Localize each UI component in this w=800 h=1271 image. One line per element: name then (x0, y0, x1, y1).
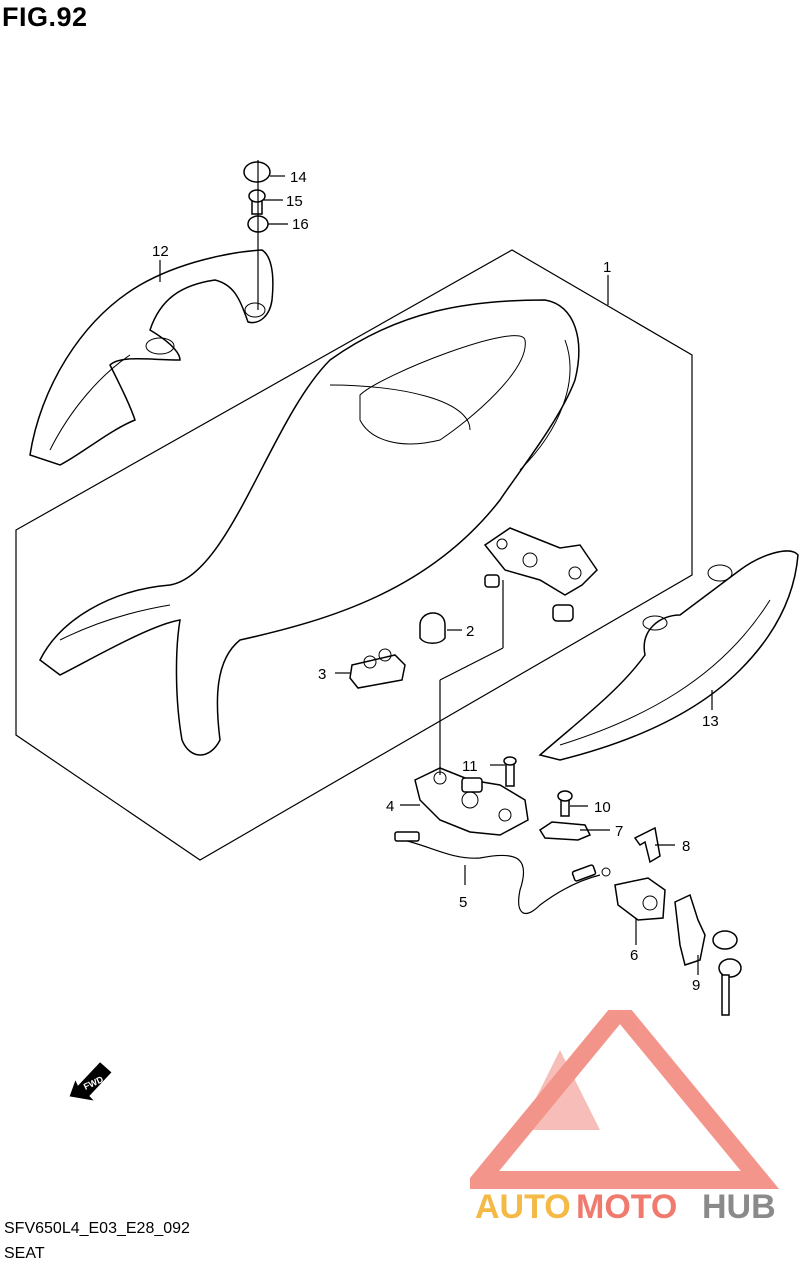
callout-5: 5 (459, 894, 467, 911)
callout-16: 16 (292, 216, 309, 233)
callout-7: 7 (615, 823, 623, 840)
figure-title: FIG.92 (2, 2, 88, 32)
leader-lines (159, 160, 713, 975)
seat-lock-4[interactable] (414, 767, 529, 836)
callout-10: 10 (594, 799, 611, 816)
plate-7[interactable] (538, 821, 592, 841)
model-code: SFV650L4_E03_E28_092 (4, 1220, 190, 1237)
cap-14[interactable] (243, 161, 271, 183)
seat-lock-cable-5[interactable] (394, 831, 611, 915)
watermark-triangle-icon (470, 1010, 780, 1189)
callout-3: 3 (318, 666, 326, 683)
watermark-text-auto: AUTO (475, 1188, 571, 1225)
seat-bracket-plate[interactable] (483, 527, 598, 622)
callout-4: 4 (386, 798, 394, 815)
bolt-15[interactable] (248, 189, 266, 215)
callout-1: 1 (603, 259, 611, 276)
clip-8[interactable] (633, 826, 661, 864)
callout-12: 12 (152, 243, 169, 260)
assembly-outline (15, 249, 693, 861)
watermark-logo: AUTO MOTO HUB (470, 1010, 780, 1225)
section-name: SEAT (4, 1245, 45, 1262)
callout-8: 8 (682, 838, 690, 855)
callout-9: 9 (692, 977, 700, 994)
callout-14: 14 (290, 169, 307, 186)
grab-rail-left[interactable] (29, 249, 274, 466)
seat-part[interactable] (39, 299, 580, 756)
bolt-10[interactable] (557, 790, 573, 817)
lock-bracket-6[interactable] (614, 877, 666, 921)
watermark-text-moto: MOTO (576, 1188, 677, 1225)
callout-15: 15 (286, 193, 303, 210)
screw-11[interactable] (503, 756, 517, 787)
callout-6: 6 (630, 947, 638, 964)
watermark-text-hub: HUB (702, 1188, 776, 1225)
callout-2: 2 (466, 623, 474, 640)
grab-rail-right[interactable] (538, 550, 799, 761)
callout-labels: 1 2 3 4 5 6 7 8 9 10 11 12 13 14 15 16 (152, 169, 719, 994)
seat-cushion-2[interactable] (419, 612, 446, 644)
callout-11: 11 (462, 758, 478, 775)
seat-bumper-3[interactable] (349, 648, 406, 689)
key-cylinder-9[interactable] (674, 893, 742, 1016)
callout-13: 13 (702, 713, 719, 730)
fwd-arrow-icon: FWD (69, 1062, 112, 1101)
